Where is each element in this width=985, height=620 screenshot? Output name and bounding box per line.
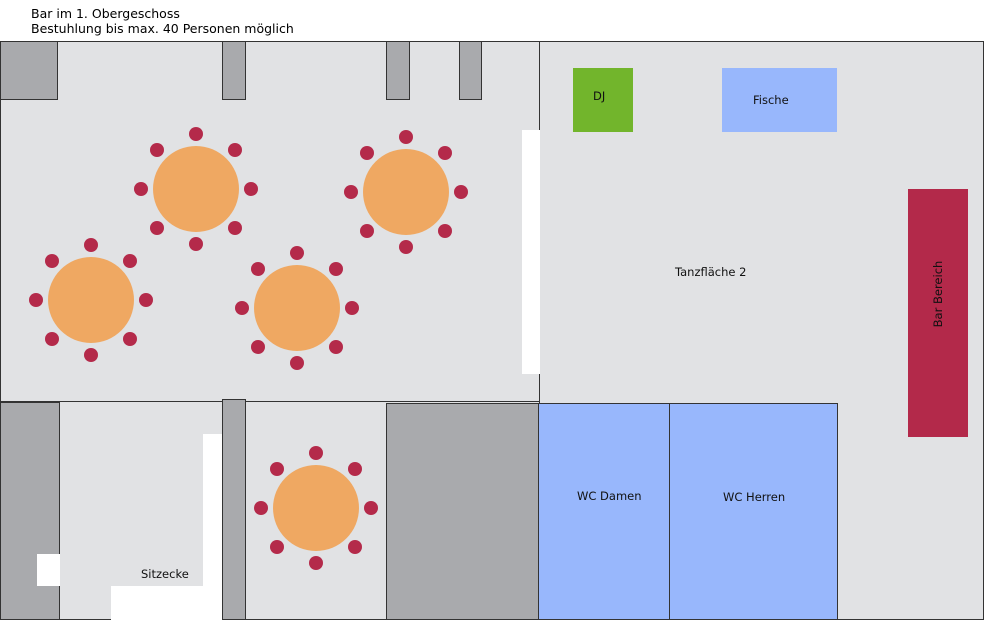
- wc-damen-room: WC Damen: [538, 403, 670, 620]
- chair: [227, 220, 242, 235]
- wc-herren-label: WC Herren: [723, 490, 786, 504]
- chair: [45, 331, 60, 346]
- chair: [254, 501, 268, 515]
- chair: [189, 237, 203, 251]
- partition-wall: [522, 130, 540, 374]
- plan-subtitle: Bestuhlung bis max. 40 Personen möglich: [31, 21, 294, 36]
- chair: [122, 254, 137, 269]
- wall-block: [386, 403, 540, 620]
- wc-damen-label: WC Damen: [577, 489, 642, 503]
- wall-pillar: [222, 399, 246, 620]
- bar-label: Bar Bereich: [931, 260, 945, 328]
- chair: [454, 185, 468, 199]
- sitzecke-label: Sitzecke: [141, 567, 189, 581]
- chair: [437, 146, 452, 161]
- chair: [251, 339, 266, 354]
- chair: [290, 356, 304, 370]
- dj-booth: DJ: [573, 68, 633, 132]
- chair: [360, 223, 375, 238]
- chair: [150, 143, 165, 158]
- wall-block: [0, 402, 60, 620]
- fische-area: Fische: [722, 68, 837, 132]
- chair: [45, 254, 60, 269]
- round-table: [153, 146, 239, 232]
- wall-pillar: [386, 41, 410, 100]
- round-table: [363, 149, 449, 235]
- chair: [244, 182, 258, 196]
- chair: [345, 301, 359, 315]
- chair: [270, 462, 285, 477]
- chair: [235, 301, 249, 315]
- chair: [360, 146, 375, 161]
- wall-pillar: [222, 41, 246, 100]
- dj-label: DJ: [593, 89, 606, 103]
- chair: [399, 130, 413, 144]
- chair: [347, 539, 362, 554]
- window-opening: [37, 554, 60, 586]
- chair: [139, 293, 153, 307]
- chair: [347, 462, 362, 477]
- room-divider: [0, 401, 539, 402]
- wall-pillar: [0, 41, 58, 100]
- chair: [29, 293, 43, 307]
- chair: [270, 539, 285, 554]
- chair: [309, 446, 323, 460]
- chair: [328, 339, 343, 354]
- round-table: [273, 465, 359, 551]
- chair: [189, 127, 203, 141]
- chair: [309, 556, 323, 570]
- plan-header: Bar im 1. Obergeschoss Bestuhlung bis ma…: [31, 6, 294, 36]
- fische-label: Fische: [753, 93, 789, 107]
- chair: [84, 238, 98, 252]
- chair: [437, 223, 452, 238]
- chair: [122, 331, 137, 346]
- seating-bench: [111, 586, 222, 620]
- chair: [84, 348, 98, 362]
- chair: [290, 246, 304, 260]
- chair: [150, 220, 165, 235]
- chair: [399, 240, 413, 254]
- round-table: [254, 265, 340, 351]
- chair: [364, 501, 378, 515]
- chair: [134, 182, 148, 196]
- wc-herren-room: WC Herren: [669, 403, 838, 620]
- seating-bench: [203, 434, 222, 620]
- round-table: [48, 257, 134, 343]
- plan-title: Bar im 1. Obergeschoss: [31, 6, 180, 21]
- chair: [344, 185, 358, 199]
- chair: [227, 143, 242, 158]
- chair: [251, 262, 266, 277]
- dance-floor-label: Tanzfläche 2: [675, 265, 747, 279]
- bar-counter: Bar Bereich: [908, 189, 968, 437]
- wall-pillar: [459, 41, 482, 100]
- chair: [328, 262, 343, 277]
